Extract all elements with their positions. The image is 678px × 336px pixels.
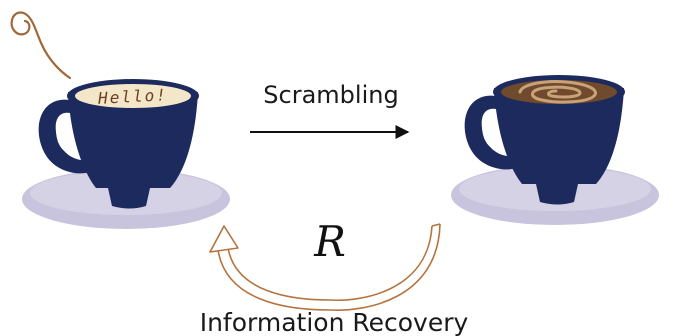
scrambling-label: Scrambling <box>263 81 398 109</box>
left-cup-foam-text: Hello! <box>97 85 169 108</box>
left-cup-handle <box>38 99 90 174</box>
left-cup-group: Hello! <box>22 79 230 229</box>
right-cup-foot <box>536 184 578 205</box>
recovery-arrow <box>209 223 441 311</box>
steam-swirl-icon <box>10 11 72 80</box>
left-cup-foot <box>108 188 150 209</box>
recovery-label: Information Recovery <box>200 308 469 336</box>
coffee-swirl-icon <box>518 80 597 104</box>
right-cup-body <box>494 88 624 184</box>
right-cup-group <box>451 75 659 225</box>
recovery-arrowhead <box>209 225 239 253</box>
left-cup-foam <box>75 84 191 108</box>
recovery-symbol: R <box>313 217 346 266</box>
right-cup-handle <box>464 95 516 170</box>
left-cup-body <box>68 92 198 188</box>
right-cup-coffee <box>501 80 617 104</box>
